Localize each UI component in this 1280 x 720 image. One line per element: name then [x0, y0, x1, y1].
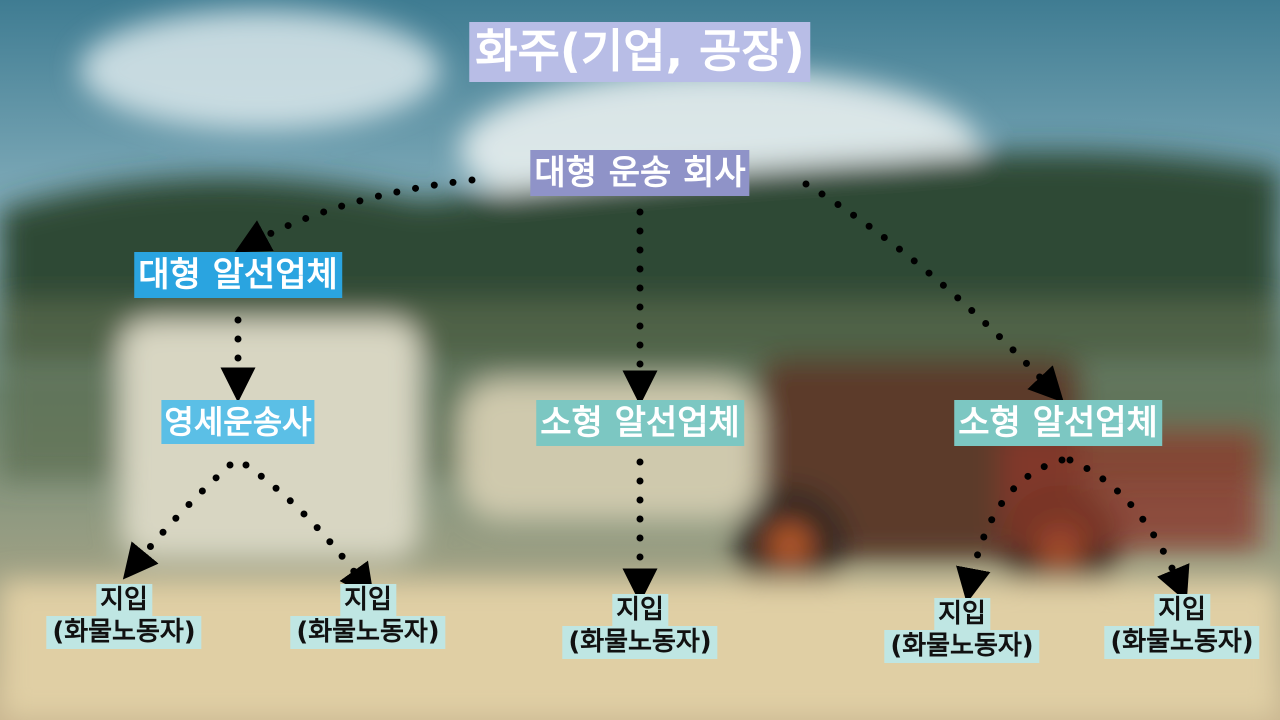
small-broker-right-node: 소형 알선업체 — [954, 400, 1162, 446]
worker-sublabel: (화물노동자) — [1104, 626, 1260, 659]
arrow-broker-right-to-worker-5 — [1066, 456, 1190, 603]
arrow-small-transport-to-worker-2 — [242, 461, 375, 600]
worker-label: 지입 — [340, 584, 396, 616]
worker-label: 지입 — [1154, 594, 1210, 626]
arrow-company-to-broker-large — [234, 176, 476, 253]
arrow-company-to-broker-right — [802, 180, 1064, 403]
worker-label: 지입 — [612, 594, 668, 626]
worker-label: 지입 — [934, 598, 990, 630]
worker-node-1: 지입 (화물노동자) — [46, 584, 202, 649]
shipper-title: 화주(기업, 공장) — [469, 22, 811, 82]
worker-node-4: 지입 (화물노동자) — [884, 598, 1040, 663]
worker-node-5: 지입 (화물노동자) — [1104, 594, 1260, 659]
arrow-broker-right-to-worker-4 — [956, 456, 1066, 604]
worker-sublabel: (화물노동자) — [290, 616, 446, 649]
large-broker-node: 대형 알선업체 — [134, 252, 342, 298]
worker-sublabel: (화물노동자) — [46, 616, 202, 649]
worker-node-2: 지입 (화물노동자) — [290, 584, 446, 649]
worker-label: 지입 — [96, 584, 152, 616]
small-transport-company-node: 영세운송사 — [161, 400, 315, 444]
worker-sublabel: (화물노동자) — [562, 626, 718, 659]
small-broker-center-node: 소형 알선업체 — [536, 400, 744, 446]
arrow-small-transport-to-worker-1 — [122, 461, 234, 580]
large-transport-company-node: 대형 운송 회사 — [530, 150, 750, 196]
worker-node-3: 지입 (화물노동자) — [562, 594, 718, 659]
worker-sublabel: (화물노동자) — [884, 630, 1040, 663]
